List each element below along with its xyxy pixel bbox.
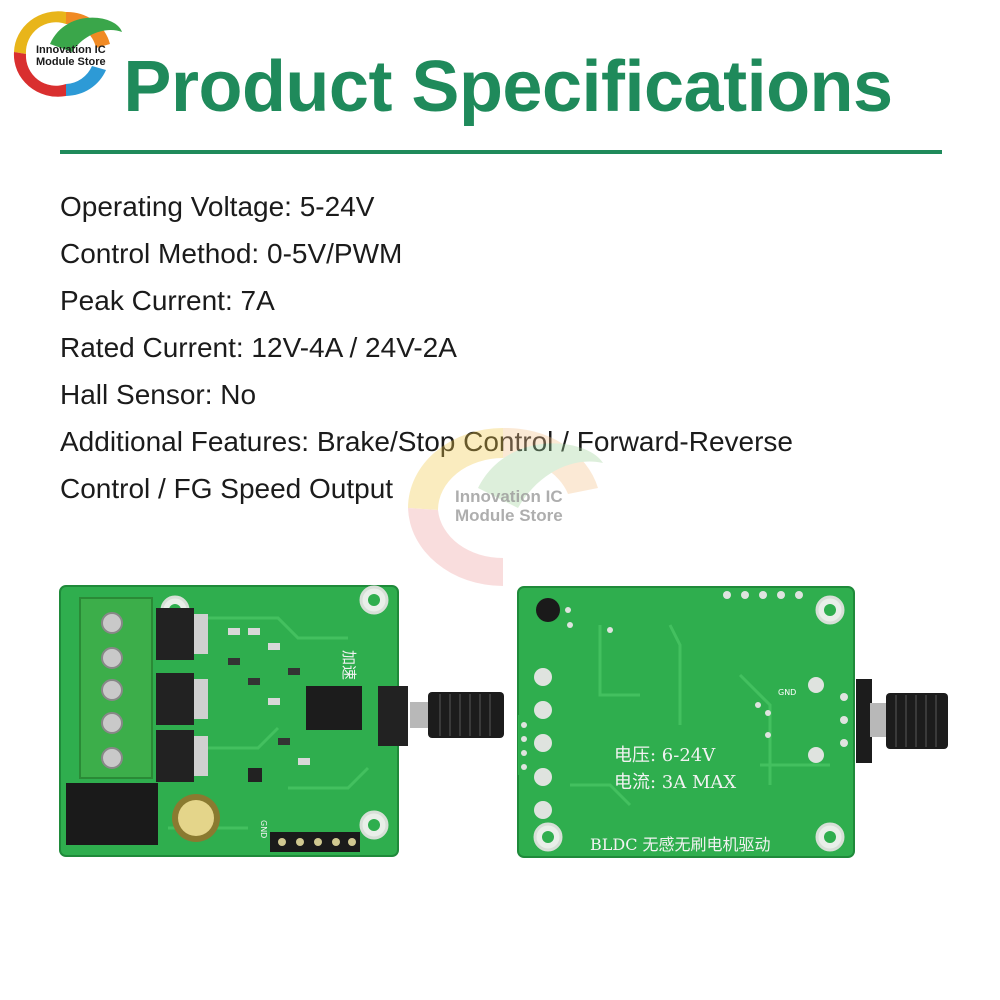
speed-silkscreen-label: 加速 [340, 650, 358, 681]
watermark-line1: Innovation IC [455, 487, 563, 506]
logo-line1: Innovation IC [36, 44, 106, 56]
logo-text: Innovation IC Module Store [36, 44, 106, 68]
back-gnd-label: GND [778, 688, 797, 697]
spec-item: Control Method: 0-5V/PWM [60, 238, 403, 269]
spec-item: Additional Features: Brake/Stop Control … [60, 426, 793, 457]
spec-item: Rated Current: 12V-4A / 24V-2A [60, 332, 457, 363]
model-silkscreen-label: BLDC 无感无刷电机驱动 [590, 835, 771, 854]
store-logo [13, 11, 122, 97]
title-divider [60, 150, 942, 154]
spec-item: Peak Current: 7A [60, 285, 275, 316]
spec-item: Hall Sensor: No [60, 379, 257, 410]
potentiometer-knob-front [410, 692, 504, 738]
logo-line2: Module Store [36, 56, 106, 68]
spec-list: Operating Voltage: 5-24V Control Method:… [60, 183, 793, 512]
current-silkscreen-label: 电流: 3A MAX [614, 772, 737, 793]
voltage-silkscreen-label: 电压: 6-24V [614, 745, 716, 766]
page-title: Product Specifications [123, 47, 893, 127]
spec-item: Control / FG Speed Output [60, 473, 394, 504]
front-gnd-label: GND [259, 820, 268, 839]
pcb-back-image [517, 586, 948, 858]
watermark-line2: Module Store [455, 506, 563, 525]
watermark-text: Innovation IC Module Store [455, 487, 563, 525]
pcb-front-image [59, 585, 408, 857]
watermark-logo [408, 427, 603, 586]
spec-item: Operating Voltage: 5-24V [60, 191, 375, 222]
